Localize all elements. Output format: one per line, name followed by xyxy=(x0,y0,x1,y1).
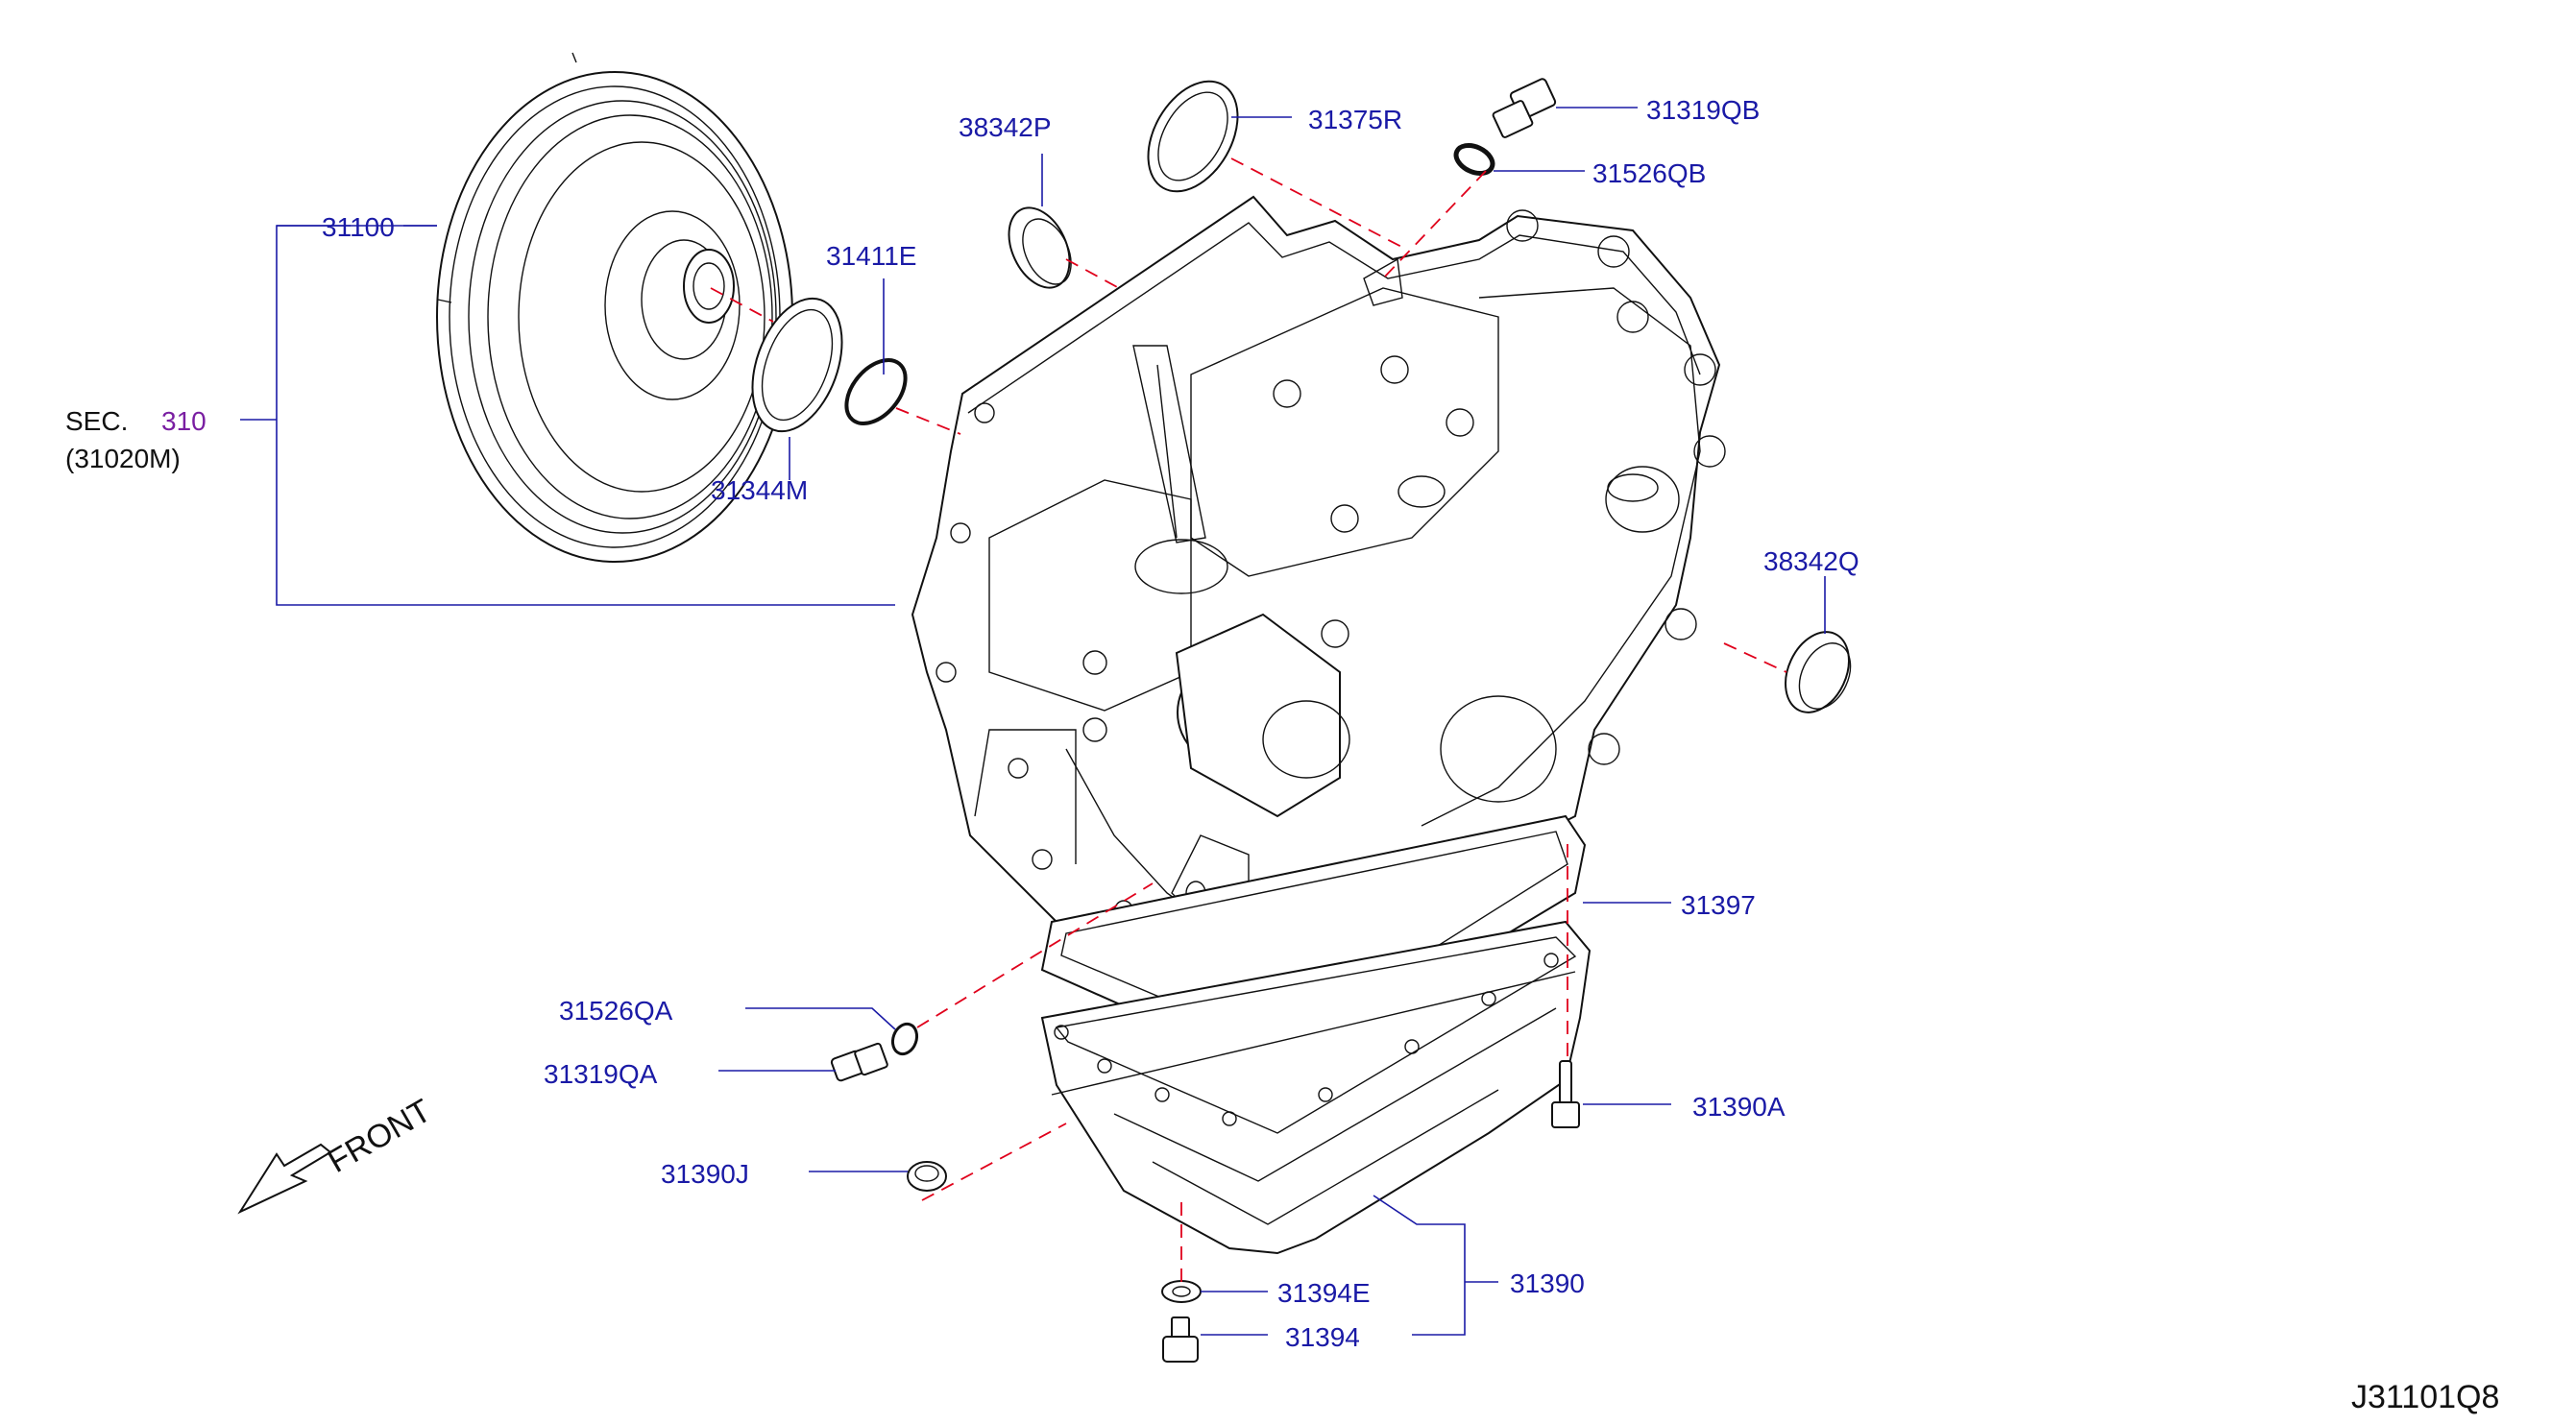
label-31390J: 31390J xyxy=(661,1159,749,1189)
label-31319QB: 31319QB xyxy=(1646,95,1760,125)
oil-seal-31375R[interactable] xyxy=(1130,65,1255,206)
label-31319QA: 31319QA xyxy=(544,1059,658,1089)
label-38342Q: 38342Q xyxy=(1763,546,1859,576)
oil-pan-31390[interactable] xyxy=(1040,920,1592,1255)
front-arrow-icon xyxy=(237,1143,332,1215)
washer-31394E[interactable] xyxy=(1161,1280,1202,1303)
label-31375R: 31375R xyxy=(1308,105,1402,134)
label-31394E: 31394E xyxy=(1277,1278,1371,1308)
front-label: FRONT xyxy=(322,1092,437,1179)
drain-plug-31319QA[interactable] xyxy=(830,1042,888,1082)
o-ring-31526QA[interactable] xyxy=(888,1021,920,1057)
label-31526QB: 31526QB xyxy=(1592,158,1706,188)
section-ref-prefix: SEC. xyxy=(65,406,128,436)
label-31390: 31390 xyxy=(1510,1268,1585,1298)
label-31390A: 31390A xyxy=(1692,1092,1786,1122)
section-ref-sub: (31020M) xyxy=(65,444,181,473)
drain-plug-31394[interactable] xyxy=(1162,1316,1199,1363)
catalog-code: J31101Q8 xyxy=(2351,1379,2499,1415)
label-31100: 31100 xyxy=(322,212,395,242)
drain-plug-31319QB[interactable] xyxy=(1492,78,1557,138)
assembly-guide-lines xyxy=(710,157,1787,1282)
washer-31390J[interactable] xyxy=(907,1161,947,1192)
label-31526QA: 31526QA xyxy=(559,996,673,1026)
o-ring-31411E[interactable] xyxy=(835,349,917,434)
bolt-31390A[interactable] xyxy=(1551,1060,1580,1128)
o-ring-31526QB[interactable] xyxy=(1451,140,1496,179)
leader-lines xyxy=(240,107,1826,1336)
oil-seal-38342P[interactable] xyxy=(997,198,1081,297)
transmission-case[interactable] xyxy=(911,195,1726,999)
label-31394: 31394 xyxy=(1285,1322,1360,1352)
oil-seal-31344M[interactable] xyxy=(736,286,859,444)
torque-converter[interactable] xyxy=(436,52,793,563)
label-31344M: 31344M xyxy=(711,475,808,505)
oil-seal-38342Q[interactable] xyxy=(1773,621,1861,722)
section-ref-number[interactable]: 310 xyxy=(161,406,207,436)
label-31411E: 31411E xyxy=(826,241,916,271)
label-38342P: 38342P xyxy=(959,112,1052,142)
label-31397: 31397 xyxy=(1681,890,1756,920)
